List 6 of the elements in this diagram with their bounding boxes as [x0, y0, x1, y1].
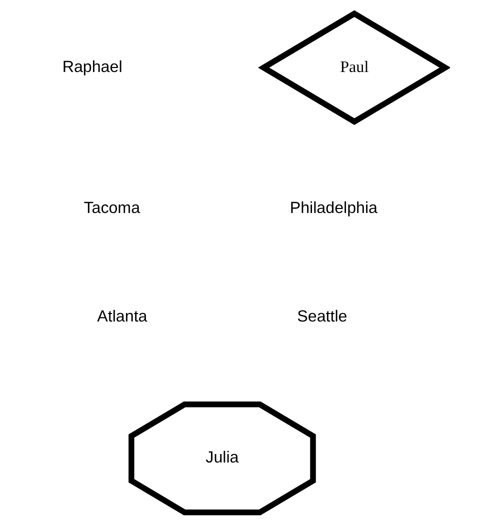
node-text: Seattle [296, 306, 347, 325]
node-text: Raphael [62, 57, 122, 76]
node-text: Atlanta [96, 306, 147, 325]
node-text: Philadelphia [289, 198, 377, 217]
node-diamond: Paul [257, 10, 450, 124]
node-text: Tacoma [83, 198, 140, 217]
